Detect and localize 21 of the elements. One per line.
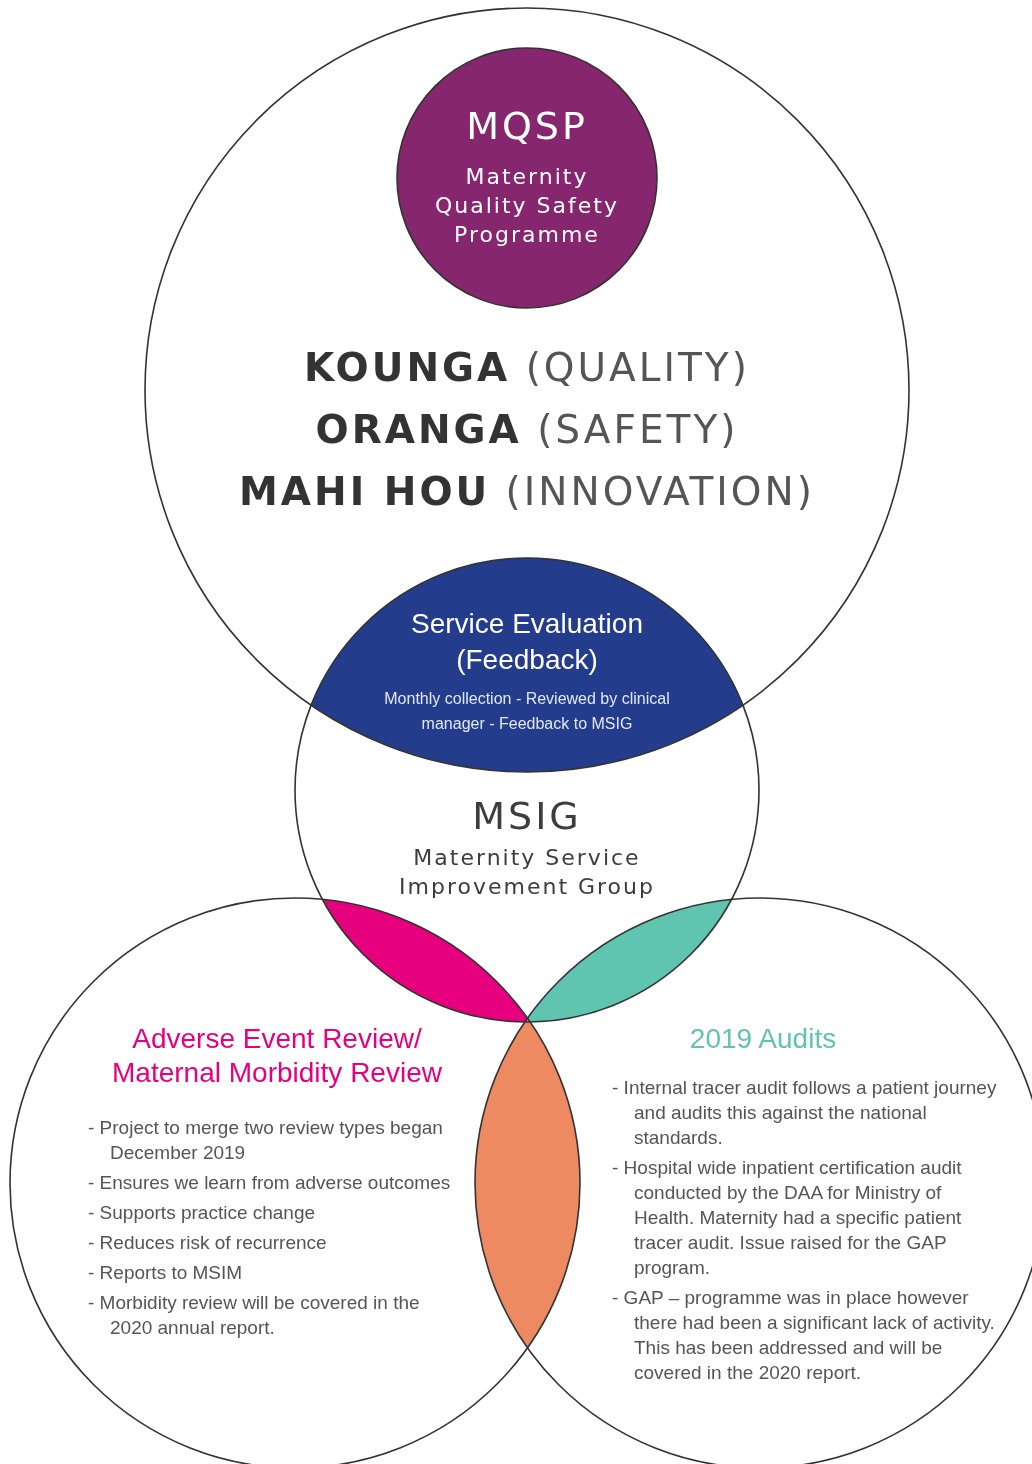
section-heading: Adverse Event Review/ Maternal Morbidity Review bbox=[111, 1022, 443, 1090]
section-subheading: (Feedback) bbox=[455, 643, 599, 677]
motto-line: MAHI HOU (INNOVATION) bbox=[238, 468, 816, 516]
motto-line: ORANGA (SAFETY) bbox=[314, 406, 740, 454]
section-heading: Service Evaluation bbox=[410, 607, 644, 641]
motto-line: KOUNGA (QUALITY) bbox=[303, 344, 751, 392]
circle-title: MSIG bbox=[471, 793, 583, 839]
circle-title: MQSP bbox=[465, 103, 589, 149]
circle-subtitle: Maternity Quality Safety Programme bbox=[434, 163, 620, 249]
bullet-item: - Supports practice change bbox=[88, 1201, 317, 1225]
bullet-item: - Internal tracer audit follows a patient journey and audits this against the national standards. bbox=[612, 1076, 997, 1150]
bullet-item: - Reduces risk of recurrence bbox=[88, 1231, 328, 1255]
bullet-item: - Project to merge two review types began December 2019 bbox=[88, 1116, 444, 1165]
section-heading: 2019 Audits bbox=[688, 1022, 838, 1056]
bullet-item: - Ensures we learn from adverse outcomes bbox=[88, 1171, 452, 1195]
bullet-item: - Reports to MSIM bbox=[88, 1261, 244, 1285]
bullet-item: - Morbidity review will be covered in the 2020 annual report. bbox=[88, 1291, 421, 1340]
bullet-item: - GAP – programme was in place however there had been a significant lack of activity. This has been addressed and will be covered in the 2020 report. bbox=[612, 1286, 996, 1385]
bullet-item: - Hospital wide inpatient certification audit conducted by the DAA for Ministry of Health. Maternity had a specific patient tracer audit. Issue raised for the GAP program. bbox=[612, 1156, 963, 1280]
circle-subtitle: Maternity Service Improvement Group bbox=[398, 844, 656, 901]
description-text: Monthly collection - Reviewed by clinical manager - Feedback to MSIG bbox=[383, 689, 671, 734]
